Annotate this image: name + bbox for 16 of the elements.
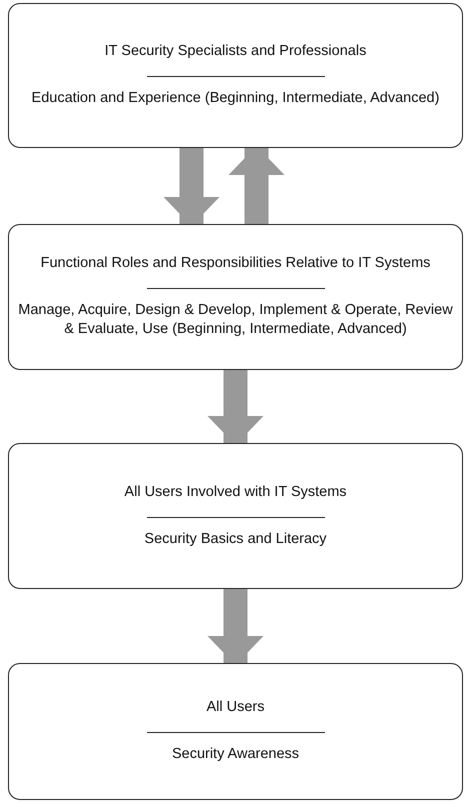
process-box <box>8 224 463 370</box>
process-box <box>8 3 463 148</box>
block-arrow <box>208 589 264 666</box>
box-heading: All Users Involved with IT Systems <box>124 482 347 502</box>
process-box <box>8 663 463 800</box>
box-body: Security Awareness <box>172 745 300 764</box>
box-heading: Functional Roles and Responsibilities Relative to IT Systems <box>40 254 430 274</box>
box-body: Security Basics and Literacy <box>144 530 327 548</box>
process-box <box>8 443 463 589</box>
box-body: Manage, Acquire, Design & Develop, Implement & Operate, Review & Evaluate, Use (Beginning, Intermediate, Advanced) <box>17 300 454 340</box>
block-arrow <box>208 370 264 446</box>
block-arrow <box>164 148 220 226</box>
box-heading: All Users <box>206 698 264 718</box>
box-body: Education and Experience (Beginning, Intermediate, Advanced) <box>32 89 440 108</box>
box-heading: IT Security Specialists and Professionals <box>104 42 366 62</box>
block-arrow <box>228 146 284 224</box>
